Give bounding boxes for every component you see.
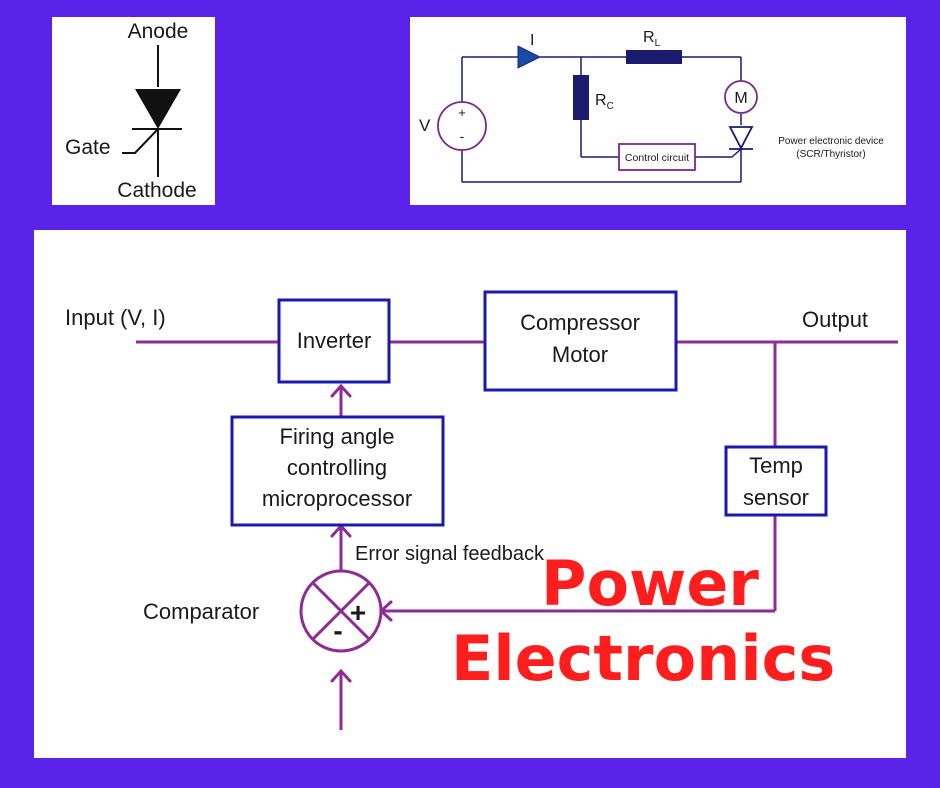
control-resistor-label: RC	[595, 92, 614, 112]
gate-lead	[122, 128, 159, 154]
circuit-panel: + - V I RL RC M Control circuit Power el…	[410, 17, 906, 205]
inverter-block: Inverter	[277, 298, 391, 384]
source-minus: -	[460, 128, 465, 144]
inverter-label: Inverter	[297, 328, 372, 353]
device-label-line1: Power electronic device	[778, 136, 884, 147]
block-diagram-panel: Inverter Compressor Motor Firing angle c…	[34, 230, 906, 758]
current-label: I	[530, 32, 534, 49]
error-signal-label: Error signal feedback	[355, 543, 545, 565]
firing-label-line2: controlling	[287, 455, 387, 480]
gate-label: Gate	[65, 136, 111, 159]
comparator-symbol: + -	[299, 569, 383, 653]
load-resistor	[626, 50, 682, 64]
control-circuit-box	[618, 143, 696, 171]
cathode-label: Cathode	[117, 179, 196, 202]
scr-symbol-panel: Anode Gate Cathode	[52, 17, 215, 205]
control-circuit-label: Control circuit	[625, 152, 689, 164]
thyristor-triangle-icon	[135, 89, 181, 129]
control-resistor	[573, 75, 589, 120]
firing-label-line3: microprocessor	[262, 486, 412, 511]
motor-icon	[724, 80, 758, 114]
input-label: Input (V, I)	[65, 305, 166, 330]
diode-arrow-icon	[517, 45, 542, 69]
thyristor-icon	[728, 126, 754, 165]
firing-label-line1: Firing angle	[280, 424, 395, 449]
anode-label: Anode	[128, 20, 189, 43]
compressor-label-line1: Compressor	[520, 310, 640, 335]
circuit-diagram: + - V I RL RC M Control circuit Power el…	[419, 29, 884, 183]
comparator-minus: -	[333, 615, 342, 646]
temp-label-line1: Temp	[749, 453, 803, 478]
load-resistor-label: RL	[643, 29, 661, 49]
temp-label-line2: sensor	[743, 485, 809, 510]
output-label: Output	[802, 307, 868, 332]
voltage-source: + -	[437, 101, 487, 151]
compressor-label-line2: Motor	[552, 342, 608, 367]
circuit-wires	[461, 56, 742, 183]
source-plus: +	[458, 105, 466, 120]
signal-wires	[136, 340, 898, 730]
block-diagram: Inverter Compressor Motor Firing angle c…	[65, 290, 898, 730]
firing-angle-block: Firing angle controlling microprocessor	[230, 415, 445, 527]
temp-sensor-block: Temp sensor	[724, 445, 828, 517]
comparator-label: Comparator	[143, 599, 259, 624]
source-voltage-label: V	[419, 116, 431, 135]
title-line1: Power	[541, 547, 759, 620]
title-line2: Electronics	[451, 622, 836, 695]
arrow-up-comparator-icon	[330, 668, 352, 683]
compressor-motor-block: Compressor Motor	[483, 290, 678, 392]
scr-symbol-diagram: Anode Gate Cathode	[65, 20, 197, 202]
device-label-line2: (SCR/Thyristor)	[796, 149, 865, 160]
motor-label: M	[734, 90, 747, 107]
comparator-plus: +	[350, 597, 366, 628]
arrow-up-inverter-icon	[330, 383, 352, 398]
